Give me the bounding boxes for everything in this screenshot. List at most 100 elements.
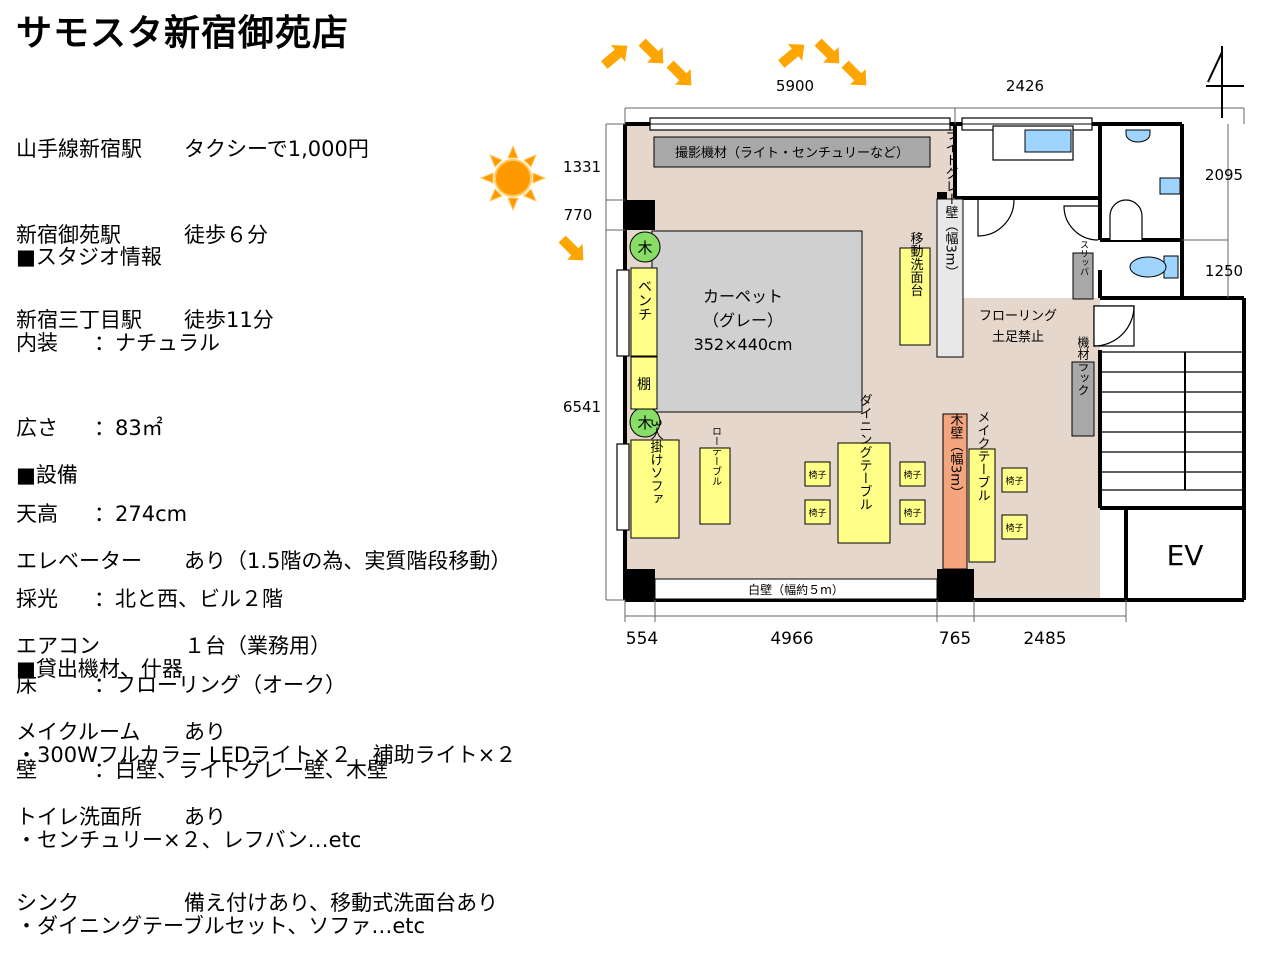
svg-text:椅子: 椅子 [808, 507, 826, 519]
studio-key: 天高 [16, 501, 58, 526]
equipment-rack-label: 機材ラック [1076, 335, 1090, 396]
chair: 椅子 [1001, 514, 1028, 540]
dim-right: 1250 [1205, 262, 1243, 280]
dim-bottom: 4966 [770, 629, 813, 649]
arrow-icon [810, 34, 848, 72]
slipper-rack [1072, 252, 1094, 300]
chair: 椅子 [804, 461, 831, 487]
dim-left: 770 [564, 206, 593, 224]
arrow-icon [597, 37, 635, 74]
plant-icon [629, 231, 661, 263]
slipper-label: スリッパ [1078, 240, 1089, 276]
chair: 椅子 [899, 461, 926, 487]
equipment-heading: ■設備 [16, 463, 78, 487]
sun-icon [479, 144, 547, 212]
window-west [616, 269, 630, 357]
wood-wall-label: 木壁（幅3m） [948, 413, 964, 499]
rental-line: ・300Wフルカラー LEDライト×２ 補助ライト×２ [16, 742, 517, 767]
chair: 椅子 [1001, 467, 1028, 493]
svg-text:椅子: 椅子 [1005, 475, 1023, 487]
studio-heading: ■スタジオ情報 [16, 245, 162, 269]
dim-bottom: 765 [939, 629, 971, 649]
make-table-label: メイクテーブル [975, 411, 990, 502]
dim-top: 5900 [776, 77, 814, 95]
north-arrow-icon [1206, 46, 1244, 118]
low-table-label: ローテーブル [710, 426, 722, 486]
svg-text:椅子: 椅子 [903, 469, 921, 481]
dim-bottom: 554 [626, 629, 658, 649]
studio-key: 内装 [16, 330, 58, 355]
sink-icon [1024, 129, 1072, 153]
studio-value: ：北と西、ビル２階 [94, 587, 283, 611]
low-table [699, 447, 731, 525]
studio-value: ：ナチュラル [94, 330, 220, 355]
svg-text:椅子: 椅子 [903, 507, 921, 519]
access-row: 新宿御苑駅徒歩６分 [16, 221, 369, 250]
station-name: 新宿御苑駅 [16, 222, 121, 247]
sofa [630, 439, 680, 539]
dim-bottom: 2485 [1023, 629, 1066, 649]
plant-label: 木 [637, 239, 652, 257]
arrow-icon [837, 56, 875, 94]
svg-text:椅子: 椅子 [808, 469, 826, 481]
access-row: 山手線新宿駅 タクシーで1,000円 [16, 135, 369, 164]
dimension-lines [605, 107, 1245, 622]
column [625, 200, 655, 230]
station-name: 新宿三丁目駅 [16, 308, 142, 332]
station-name: 山手線新宿駅 [16, 137, 142, 161]
studio-key: 採光 [16, 587, 58, 611]
arrow-icon [774, 36, 812, 73]
stairs [1102, 351, 1242, 491]
flooring-label: フローリング [979, 309, 1057, 324]
equipment-value: １台（業務用） [184, 634, 331, 658]
svg-text:椅子: 椅子 [1005, 522, 1023, 534]
arrow-icon [554, 231, 592, 269]
carpet-label: カーペット [703, 287, 783, 306]
no-shoes-label: 土足禁止 [992, 330, 1044, 345]
carpet-label: （グレー） [703, 311, 783, 330]
elevator-label: EV [1167, 539, 1204, 572]
white-wall-label: 白壁（幅約５m） [748, 582, 844, 597]
chair: 椅子 [804, 499, 831, 525]
gray-wall-label: ライトグレー壁（幅3m） [943, 128, 959, 279]
make-table [968, 448, 996, 563]
equipment-shelf-label: 撮影機材（ライト・センチュリーなど） [675, 145, 909, 161]
dining-table-label: ダイニングテーブル [857, 394, 873, 511]
plant-label: 木 [637, 414, 652, 432]
equipment-key: エレベーター [16, 548, 142, 573]
carpet [651, 230, 863, 413]
dim-left: 1331 [563, 158, 601, 176]
studio-key: 床 [16, 672, 37, 697]
window-west-2 [616, 443, 630, 531]
gray-wall [936, 198, 964, 358]
dim-right: 2095 [1205, 166, 1243, 184]
rental-line: ・センチュリー×２、レフバン…etc [16, 828, 362, 852]
arrow-icon [634, 34, 672, 72]
equipment-value: あり（1.5階の為、実質階段移動） [184, 548, 512, 573]
dining-table [837, 442, 891, 544]
arrow-icon [662, 56, 700, 94]
studio-value: ：フローリング（オーク） [94, 672, 346, 697]
access-row: 新宿三丁目駅徒歩11分 [16, 306, 369, 335]
mobile-sink [899, 247, 931, 346]
equipment-shelf [653, 136, 931, 168]
mobile-sink-label: 移動洗面台 [908, 232, 924, 297]
basin-icon [1159, 177, 1181, 195]
rental-line: ・ダイニングテーブルセット、ソファ…etc [16, 913, 426, 938]
equipment-key: エアコン [16, 634, 100, 658]
studio-value: ：83㎡ [94, 416, 163, 440]
access-info: 山手線新宿駅 タクシーで1,000円 新宿御苑駅徒歩６分 新宿三丁目駅徒歩11分 [16, 78, 369, 363]
carpet-size: 352×440cm [694, 335, 793, 354]
sofa-label: 3人掛けソファ [648, 419, 664, 505]
bench-label: ベンチ [636, 279, 652, 321]
dim-top: 2426 [1006, 77, 1044, 95]
access-detail: タクシーで1,000円 [184, 137, 369, 161]
door-swing [977, 199, 1015, 237]
studio-key: 広さ [16, 416, 58, 440]
page-title: サモスタ新宿御苑店 [16, 13, 350, 54]
chair: 椅子 [899, 499, 926, 525]
studio-value: ：274cm [94, 501, 188, 526]
rental-heading: ■貸出機材、什器 [16, 657, 183, 681]
wood-wall [942, 413, 968, 570]
column [625, 569, 655, 600]
